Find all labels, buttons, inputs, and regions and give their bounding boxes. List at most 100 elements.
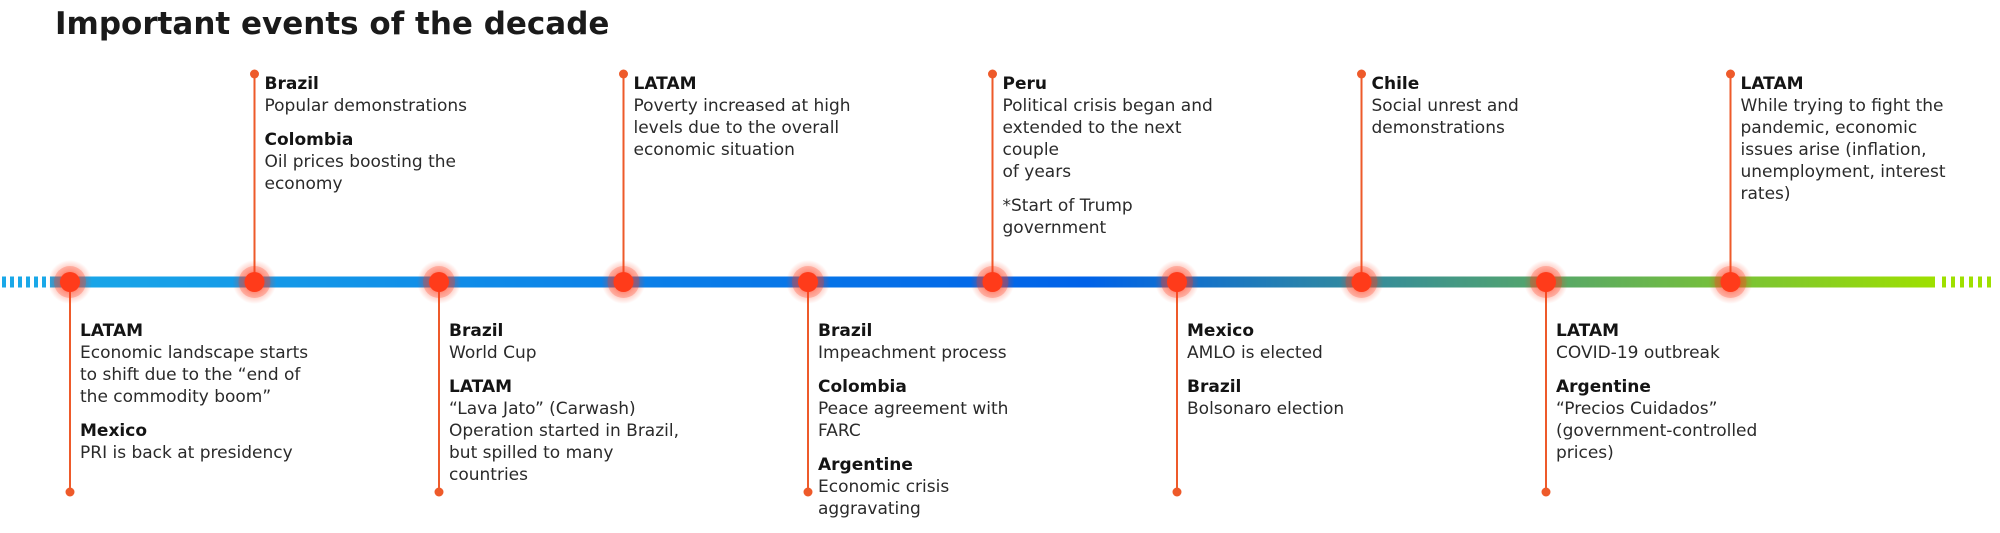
event-region: Brazil — [449, 321, 504, 341]
event-node — [1339, 260, 1384, 304]
stem-end-dot — [250, 69, 259, 79]
timeline-dash — [1942, 276, 1946, 288]
event-node-core — [1351, 272, 1372, 292]
timeline-dash — [1960, 276, 1964, 288]
event-region: Peru — [1002, 74, 1047, 94]
stem-end-dot — [65, 487, 75, 497]
timeline-dash — [18, 276, 22, 288]
stem-end-dot — [1357, 69, 1366, 79]
event-node-core — [1720, 272, 1741, 292]
event-description: COVID-19 outbreak — [1556, 343, 1720, 363]
diagram-title: Important events of the decade — [55, 6, 610, 42]
event-region: LATAM — [1740, 74, 1804, 94]
timeline-dash — [26, 276, 30, 288]
event-node-core — [1167, 272, 1187, 292]
event-node — [601, 260, 646, 304]
timeline-dash — [34, 276, 38, 288]
event-node — [970, 260, 1015, 304]
timeline-dash — [1987, 276, 1991, 288]
event-region: LATAM — [633, 74, 697, 94]
event-region: Chile — [1371, 74, 1420, 94]
event-region: Brazil — [264, 74, 319, 94]
event-entry: LATAM“Lava Jato” (Carwash) Operation sta… — [449, 376, 679, 486]
event-description: “Precios Cuidados” (government-controlle… — [1556, 399, 1758, 463]
event-node — [1155, 260, 1199, 304]
timeline-dash — [10, 276, 14, 288]
event-description: Economic landscape starts to shift due t… — [80, 343, 309, 407]
timeline-dash — [1978, 276, 1982, 288]
event-region: Brazil — [818, 321, 873, 341]
event-description: *Start of Trump government — [1002, 196, 1133, 238]
event-node-core — [613, 272, 634, 292]
event-region: Mexico — [80, 421, 147, 441]
event-description: “Lava Jato” (Carwash) Operation started … — [449, 399, 679, 485]
event-node — [786, 260, 830, 304]
event-description: Social unrest and demonstrations — [1371, 96, 1519, 138]
event-description: While trying to fight the pandemic, econ… — [1740, 96, 1946, 204]
event-node — [1524, 260, 1568, 304]
timeline-dash — [1951, 276, 1955, 288]
event-description: World Cup — [449, 343, 537, 363]
stem-end-dot — [1726, 69, 1735, 79]
event-description: Political crisis began and extended to t… — [1002, 96, 1213, 182]
stem-end-dot — [1172, 487, 1182, 497]
event-region: Argentine — [818, 455, 913, 475]
event-region: Mexico — [1187, 321, 1254, 341]
timeline-dashes-left — [2, 276, 46, 288]
event-node-core — [244, 272, 265, 292]
event-region: LATAM — [80, 321, 144, 341]
event-description: Bolsonaro election — [1187, 399, 1345, 419]
event-node — [1708, 260, 1753, 304]
event-node — [417, 260, 461, 304]
event-node-core — [798, 272, 818, 292]
timeline-dash — [2, 276, 6, 288]
event-node-core — [60, 272, 80, 292]
event-region: LATAM — [449, 377, 513, 397]
event-node-core — [429, 272, 449, 292]
event-region: Colombia — [264, 130, 354, 150]
event-description: AMLO is elected — [1187, 343, 1323, 363]
event-description: Popular demonstrations — [264, 96, 467, 116]
event-region: Argentine — [1556, 377, 1651, 397]
event-node — [232, 260, 277, 304]
stem-end-dot — [803, 487, 813, 497]
event-node-core — [1536, 272, 1556, 292]
event-region: Colombia — [818, 377, 907, 397]
event-description: Economic crisis aggravating — [818, 477, 950, 519]
event-entry: Argentine“Precios Cuidados” (government-… — [1556, 376, 1786, 464]
stem-end-dot — [988, 69, 997, 79]
stem-end-dot — [1541, 487, 1551, 497]
event-description: Oil prices boosting the economy — [264, 152, 457, 194]
event-description: PRI is back at presidency — [80, 443, 293, 463]
event-region: Brazil — [1187, 377, 1242, 397]
event-region: LATAM — [1556, 321, 1620, 341]
event-node — [48, 260, 92, 304]
stem-end-dot — [619, 69, 628, 79]
event-node-core — [982, 272, 1003, 292]
timeline-dashes-right — [1942, 276, 1991, 288]
